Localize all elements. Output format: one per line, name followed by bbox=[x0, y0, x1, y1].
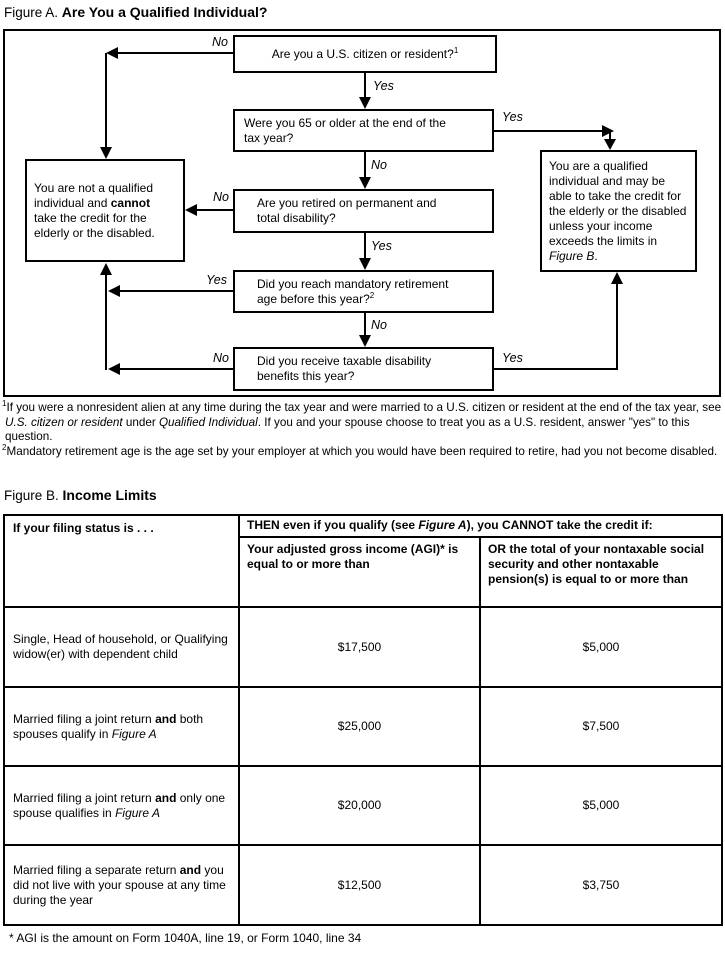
question-disability-benefits-line2: benefits this year? bbox=[257, 369, 355, 383]
question-citizen-text: Are you a U.S. citizen or resident?1 bbox=[271, 45, 459, 61]
label-yes-q4: Yes bbox=[185, 273, 227, 287]
question-mandatory-age-line2: age before this year?2 bbox=[257, 290, 375, 306]
label-no-q3: No bbox=[189, 190, 229, 204]
status-single: Single, Head of household, or Qualifying… bbox=[3, 606, 240, 688]
question-retired-line1: Are you retired on permanent and bbox=[257, 196, 437, 210]
pension-mfs: $3,750 bbox=[478, 844, 724, 926]
header-row-2: Your adjusted gross income (AGI)* is equ… bbox=[4, 536, 724, 608]
header-row-1: If your filing status is . . . THEN even… bbox=[3, 514, 724, 608]
label-no-q4: No bbox=[371, 318, 387, 332]
figure-b-label: Figure B. bbox=[4, 488, 59, 503]
outcome-not-qualified-text: You are not a qualified individual and c… bbox=[34, 180, 155, 240]
figure-a-label: Figure A. bbox=[4, 5, 59, 20]
pension-mfj-both: $7,500 bbox=[478, 686, 724, 767]
income-limits-table: If your filing status is . . . THEN even… bbox=[3, 514, 724, 926]
header-agi: Your adjusted gross income (AGI)* is equ… bbox=[238, 536, 481, 608]
table-row-single: Single, Head of household, or Qualifying… bbox=[3, 606, 724, 688]
pension-mfj-one: $5,000 bbox=[478, 765, 724, 846]
footnote-1: 1If you were a nonresident alien at any … bbox=[2, 399, 722, 444]
footnote-2: 2Mandatory retirement age is the age set… bbox=[2, 442, 718, 458]
header-then: THEN even if you qualify (see Figure A),… bbox=[237, 514, 724, 538]
question-disability-benefits-line1: Did you receive taxable disability bbox=[257, 354, 432, 368]
label-yes-q1: Yes bbox=[373, 79, 394, 93]
pension-single: $5,000 bbox=[478, 606, 724, 688]
outcome-not-qualified-box: You are not a qualified individual and c… bbox=[25, 159, 185, 262]
figure-a-flowchart: Are you a U.S. citizen or resident?1 Wer… bbox=[3, 29, 721, 397]
agi-footnote: * AGI is the amount on Form 1040A, line … bbox=[9, 931, 362, 945]
status-mfj-one: Married filing a joint return and only o… bbox=[3, 765, 240, 846]
agi-mfj-both: $25,000 bbox=[238, 686, 481, 767]
question-mandatory-age-line1: Did you reach mandatory retirement bbox=[257, 276, 449, 291]
label-no-q5: No bbox=[189, 351, 229, 365]
outcome-qualified-text: You are a qualified individual and may b… bbox=[549, 158, 687, 263]
table-row-mfs: Married filing a separate return and you… bbox=[3, 844, 724, 926]
label-no-q1: No bbox=[190, 35, 228, 49]
agi-single: $17,500 bbox=[238, 606, 481, 688]
status-mfs: Married filing a separate return and you… bbox=[3, 844, 240, 926]
question-age65-line1: Were you 65 or older at the end of the bbox=[244, 115, 446, 130]
question-retired-line2: total disability? bbox=[257, 211, 336, 225]
figure-a-footnotes: 1If you were a nonresident alien at any … bbox=[2, 399, 723, 459]
status-mfj-both: Married filing a joint return and both s… bbox=[3, 686, 240, 767]
flowchart-connectors bbox=[100, 47, 623, 375]
label-yes-q5: Yes bbox=[502, 351, 523, 365]
figure-b-title: Figure B. Income Limits bbox=[4, 487, 157, 503]
outcome-qualified-box: You are a qualified individual and may b… bbox=[540, 150, 697, 272]
label-yes-q2: Yes bbox=[502, 110, 523, 124]
header-filing-status: If your filing status is . . . bbox=[3, 514, 240, 608]
question-age65-line2: tax year? bbox=[244, 130, 294, 145]
agi-mfs: $12,500 bbox=[238, 844, 481, 926]
footnote-ref-1: 1 bbox=[453, 45, 459, 55]
label-no-q2: No bbox=[371, 158, 387, 172]
header-nontaxable: OR the total of your nontaxable social s… bbox=[478, 536, 724, 608]
footnote-ref-2: 2 bbox=[369, 290, 375, 300]
figure-b-heading: Income Limits bbox=[62, 487, 157, 503]
agi-mfj-one: $20,000 bbox=[238, 765, 481, 846]
table-row-mfj-both: Married filing a joint return and both s… bbox=[3, 686, 724, 767]
question-citizen-box: Are you a U.S. citizen or resident?1 bbox=[233, 35, 497, 73]
figure-a-heading: Are You a Qualified Individual? bbox=[61, 4, 268, 20]
figure-a-title: Figure A. Are You a Qualified Individual… bbox=[4, 4, 267, 20]
table-row-mfj-one: Married filing a joint return and only o… bbox=[3, 765, 724, 846]
label-yes-q3: Yes bbox=[371, 239, 392, 253]
